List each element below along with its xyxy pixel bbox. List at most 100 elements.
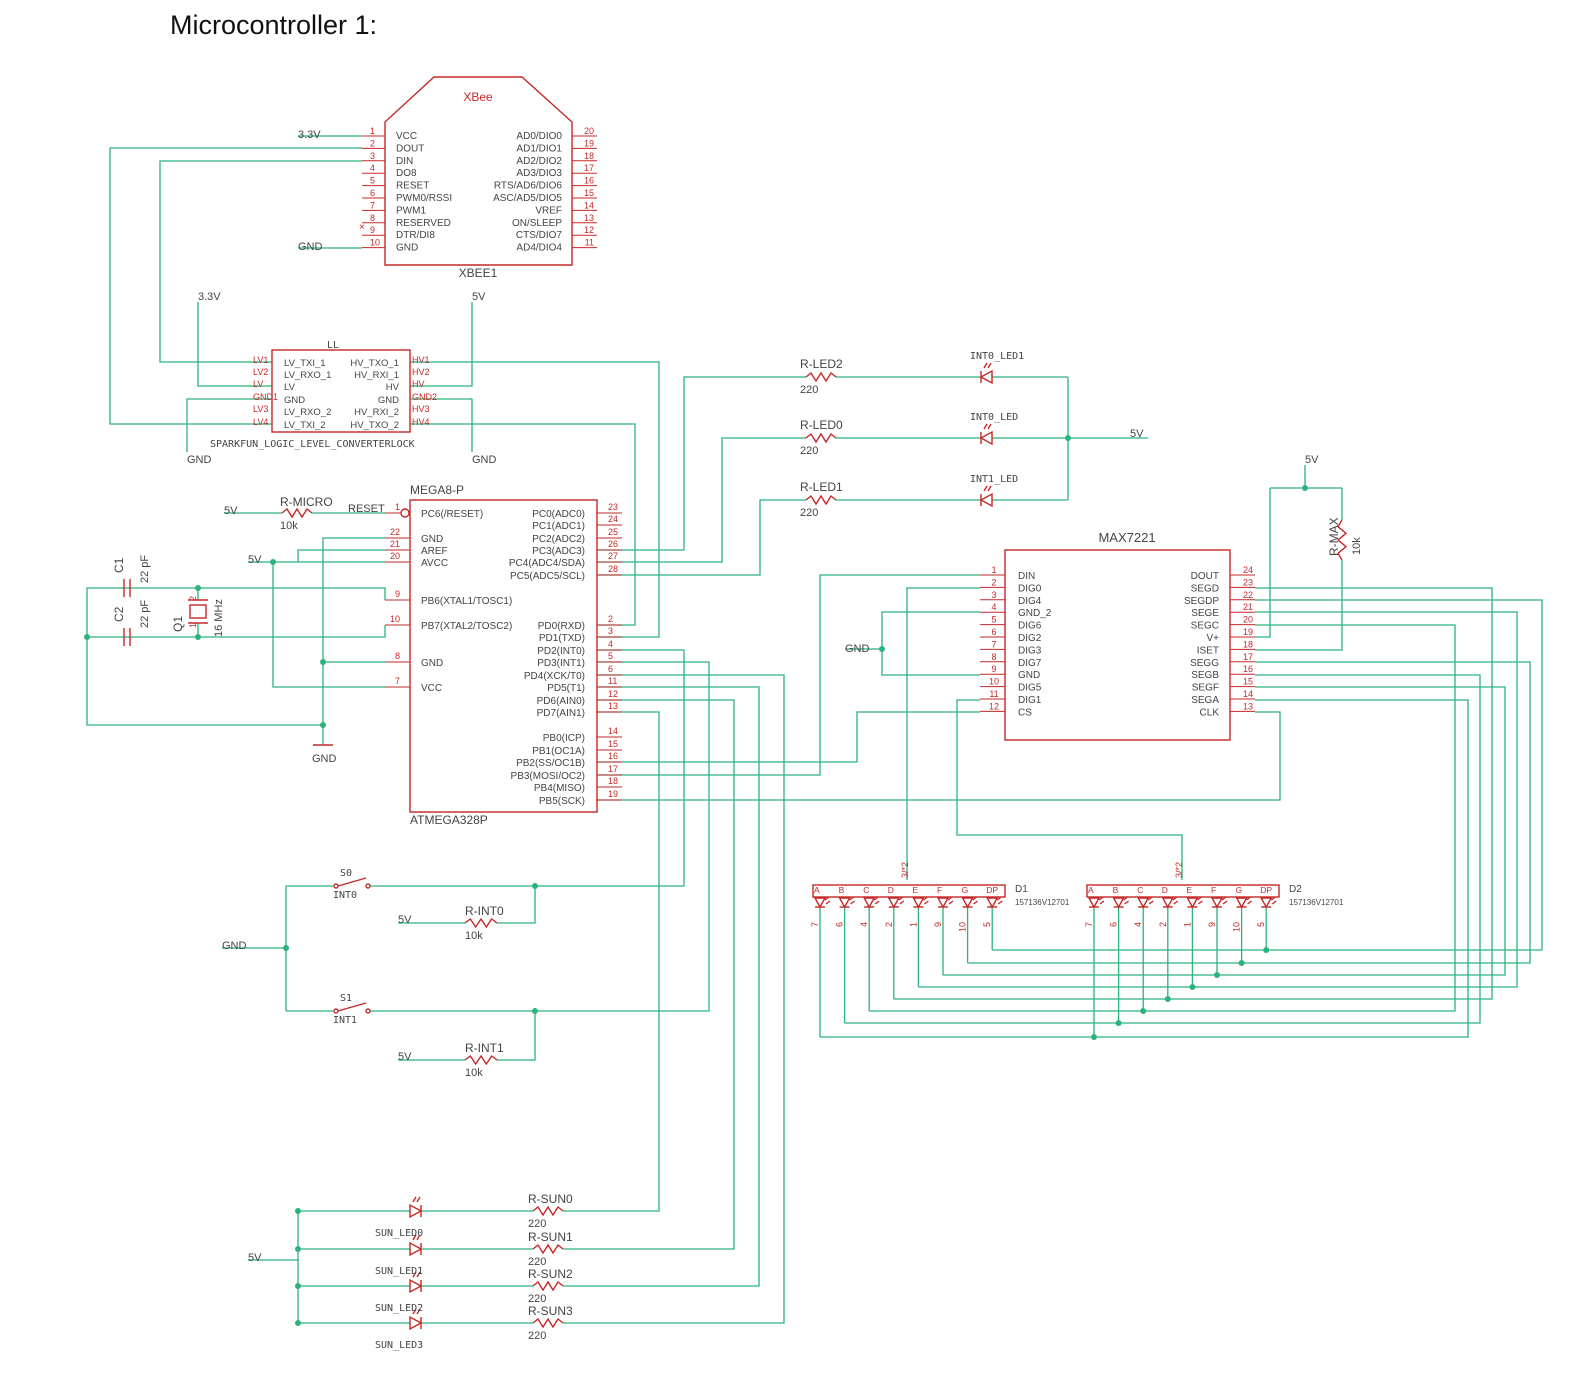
wire bbox=[159, 160, 362, 363]
mcu-pin-label: PD4(XCK/T0) bbox=[524, 671, 585, 682]
mcu-name: MEGA8-P bbox=[410, 483, 464, 497]
max-pin-num: 23 bbox=[1243, 577, 1253, 587]
mcu-pin-num: 17 bbox=[608, 764, 618, 774]
segment-led bbox=[1210, 896, 1228, 909]
wire bbox=[597, 376, 806, 551]
max-pin-label: GND_2 bbox=[1018, 608, 1052, 619]
max-pin-label: GND bbox=[1018, 670, 1040, 681]
wire bbox=[881, 611, 980, 676]
max-pin-label: SEGDP bbox=[1184, 596, 1219, 607]
net-3v3: 3.3V bbox=[298, 129, 321, 141]
led-arrows bbox=[1270, 896, 1277, 905]
max-pin-label: ISET bbox=[1197, 645, 1219, 656]
c1-name: C1 bbox=[112, 557, 126, 573]
led-arrows bbox=[983, 423, 992, 430]
max-pin-label: DIG2 bbox=[1018, 633, 1042, 644]
wire bbox=[109, 147, 362, 425]
xbee-pin-num: 2 bbox=[370, 138, 375, 148]
wire bbox=[906, 587, 980, 880]
segment-pin: 1 bbox=[908, 922, 918, 927]
net-5v: 5V bbox=[224, 505, 238, 517]
mcu-pin-num: 1 bbox=[395, 502, 400, 512]
wire bbox=[322, 537, 385, 745]
xbee-pin-label: RESERVED bbox=[396, 218, 451, 229]
segment-letter: F bbox=[1211, 885, 1216, 895]
llc-pin-label: HV bbox=[386, 382, 400, 393]
llc-net-right: HV1 bbox=[412, 355, 430, 365]
wire bbox=[597, 711, 1281, 801]
segment-led bbox=[1260, 896, 1277, 909]
mcu-pin-num: 20 bbox=[390, 551, 400, 561]
crystal-body bbox=[189, 604, 207, 619]
segment-letter: F bbox=[937, 885, 942, 895]
xbee-pin-num: 11 bbox=[585, 238, 594, 248]
wire bbox=[563, 686, 760, 1287]
xbee-pin-num: 15 bbox=[584, 188, 594, 198]
display-name: D2 bbox=[1289, 884, 1302, 895]
wire bbox=[497, 1011, 536, 1061]
wire bbox=[820, 699, 1469, 1038]
segment-pin: 4 bbox=[1133, 922, 1143, 927]
resistor-symbol bbox=[805, 494, 837, 506]
net-gnd: GND bbox=[222, 940, 247, 952]
wire bbox=[370, 649, 685, 887]
max-pin-num: 19 bbox=[1243, 627, 1253, 637]
llc-net-right: HV3 bbox=[412, 404, 430, 414]
mcu-pin-num: 10 bbox=[390, 614, 400, 624]
segment-letter: DP bbox=[986, 885, 998, 895]
segment-letter: B bbox=[1113, 885, 1119, 895]
net-gnd: GND bbox=[472, 454, 497, 466]
led-triangle bbox=[1235, 897, 1248, 909]
resistor-value: 10k bbox=[465, 1067, 483, 1079]
xbee-pin-label: ASC/AD5/DIO5 bbox=[493, 193, 562, 204]
xbee-pin-num: 18 bbox=[584, 151, 594, 161]
led-triangle bbox=[1112, 897, 1125, 909]
segment-pin: 2 bbox=[1158, 922, 1168, 927]
max-pin-label: V+ bbox=[1206, 633, 1219, 644]
led-arrows bbox=[1123, 896, 1130, 905]
mcu-pin-label: PC0(ADC0) bbox=[532, 509, 585, 520]
resistor-value: 220 bbox=[528, 1330, 546, 1342]
xbee-name: XBee bbox=[463, 90, 493, 104]
llc-net-right: HV2 bbox=[412, 367, 430, 377]
led-triangle bbox=[409, 1315, 423, 1331]
resistor-symbol bbox=[532, 1317, 564, 1329]
led-arrows bbox=[996, 896, 1003, 905]
max-pin-label: DIG5 bbox=[1018, 683, 1042, 694]
led-triangle bbox=[863, 897, 876, 909]
max-pin-num: 17 bbox=[1243, 652, 1253, 662]
xbee-pin-label: AD0/DIO0 bbox=[516, 131, 562, 142]
no-connect-mark: × bbox=[359, 222, 365, 233]
led-arrows bbox=[849, 896, 856, 905]
r-max-symbol bbox=[1336, 519, 1348, 561]
led-triangle bbox=[813, 897, 827, 909]
segment-pin: 4 bbox=[859, 922, 869, 927]
wire bbox=[1255, 488, 1271, 638]
c2-value: 22 pF bbox=[139, 600, 151, 628]
mcu-pin-label: PD7(AIN1) bbox=[537, 708, 585, 719]
led-arrows bbox=[1147, 896, 1154, 905]
net-3v3: 3.3V bbox=[198, 291, 221, 303]
wire bbox=[272, 562, 385, 688]
resistor-value: 220 bbox=[800, 507, 818, 519]
led-arrows bbox=[1172, 896, 1179, 905]
wire bbox=[869, 624, 1456, 1012]
wire bbox=[563, 711, 660, 1212]
segment-led bbox=[887, 896, 905, 909]
mcu-pin-num: 3 bbox=[608, 626, 613, 636]
led-arrows bbox=[1098, 896, 1105, 905]
segment-pin: 7 bbox=[810, 922, 820, 927]
r-micro-symbol bbox=[281, 507, 313, 519]
mcu-pin-label: PC4(ADC4/SDA) bbox=[509, 558, 585, 569]
indicator-led-symbol bbox=[979, 362, 993, 385]
resistor-name: R-SUN1 bbox=[528, 1230, 573, 1244]
wire bbox=[186, 398, 272, 452]
wire bbox=[563, 674, 785, 1324]
wire bbox=[87, 625, 386, 638]
resistor-value: 220 bbox=[800, 384, 818, 396]
max-pin-label: DOUT bbox=[1191, 571, 1219, 582]
resistor-symbol bbox=[532, 1205, 564, 1217]
resistor-symbol bbox=[805, 371, 837, 383]
switch-contact bbox=[333, 1008, 339, 1014]
